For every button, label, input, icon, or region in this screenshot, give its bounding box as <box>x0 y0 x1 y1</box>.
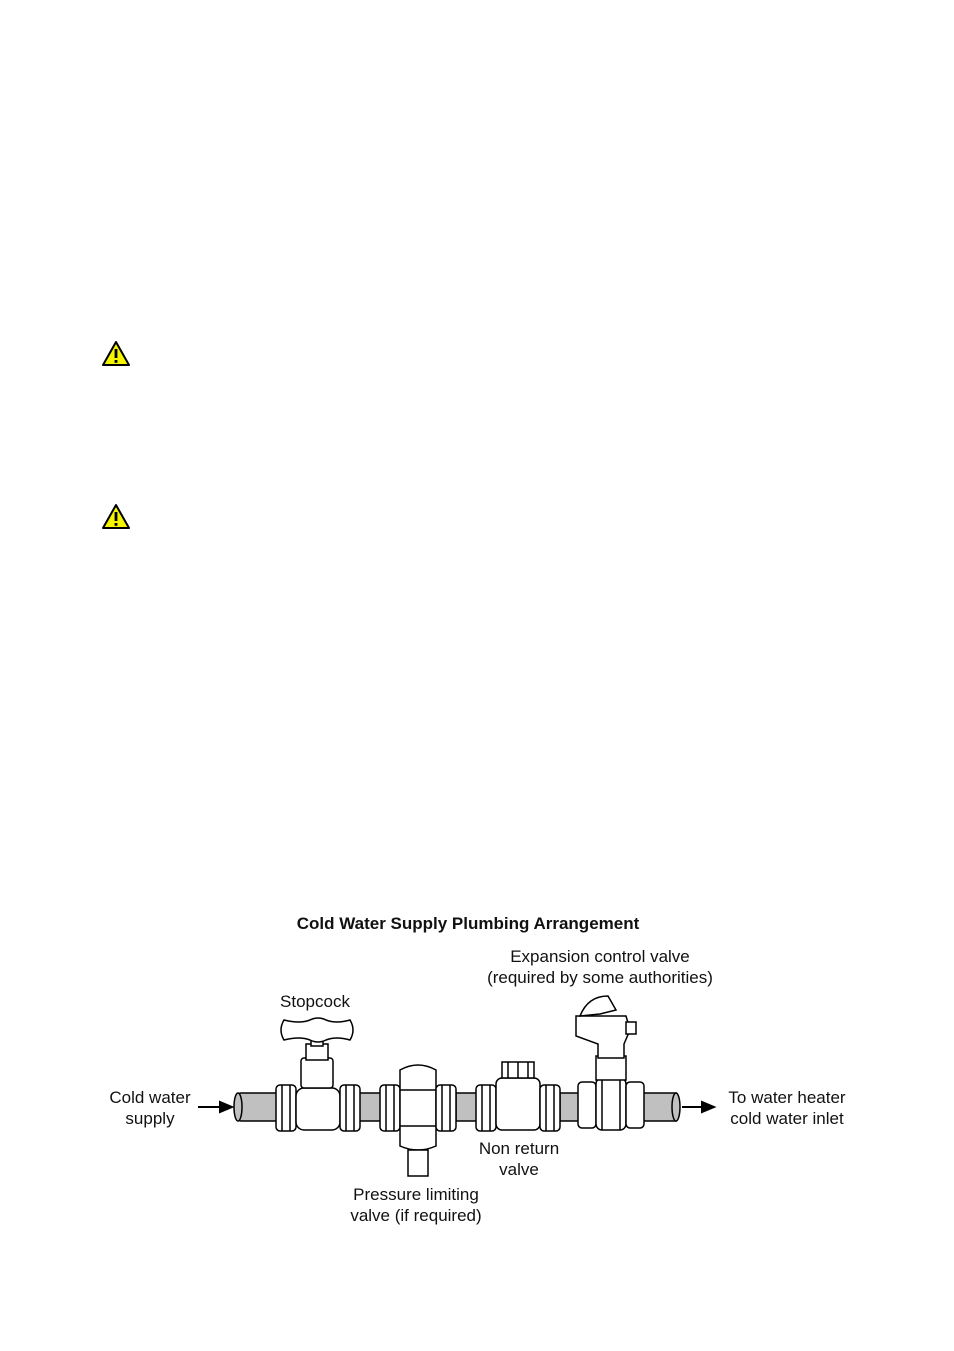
pipe-segment <box>455 1092 479 1122</box>
water-heater-inlet-label: To water heater cold water inlet <box>728 1088 846 1128</box>
expansion-valve-label: Expansion control valve (required by som… <box>487 947 713 987</box>
pipe-segment <box>559 1092 581 1122</box>
non-return-valve <box>475 1061 561 1132</box>
stopcock-valve <box>275 1017 361 1132</box>
non-return-valve-label: Non return valve <box>478 1139 560 1179</box>
outlet-arrow <box>682 1100 717 1114</box>
expansion-control-valve <box>575 995 645 1131</box>
inlet-arrow <box>198 1100 235 1114</box>
warning-icon <box>101 503 131 530</box>
pressure-limiting-valve-label: Pressure limiting valve (if required) <box>350 1185 482 1225</box>
warning-icon <box>101 340 131 367</box>
pipe-segment <box>357 1092 383 1122</box>
diagram-title: Cold Water Supply Plumbing Arrangement <box>296 914 640 933</box>
cold-water-supply-label: Cold water supply <box>109 1088 191 1128</box>
pipe-inlet <box>237 1092 281 1122</box>
pipe-outlet <box>641 1092 677 1122</box>
pressure-limiting-valve <box>379 1064 457 1177</box>
stopcock-label: Stopcock <box>280 992 350 1011</box>
